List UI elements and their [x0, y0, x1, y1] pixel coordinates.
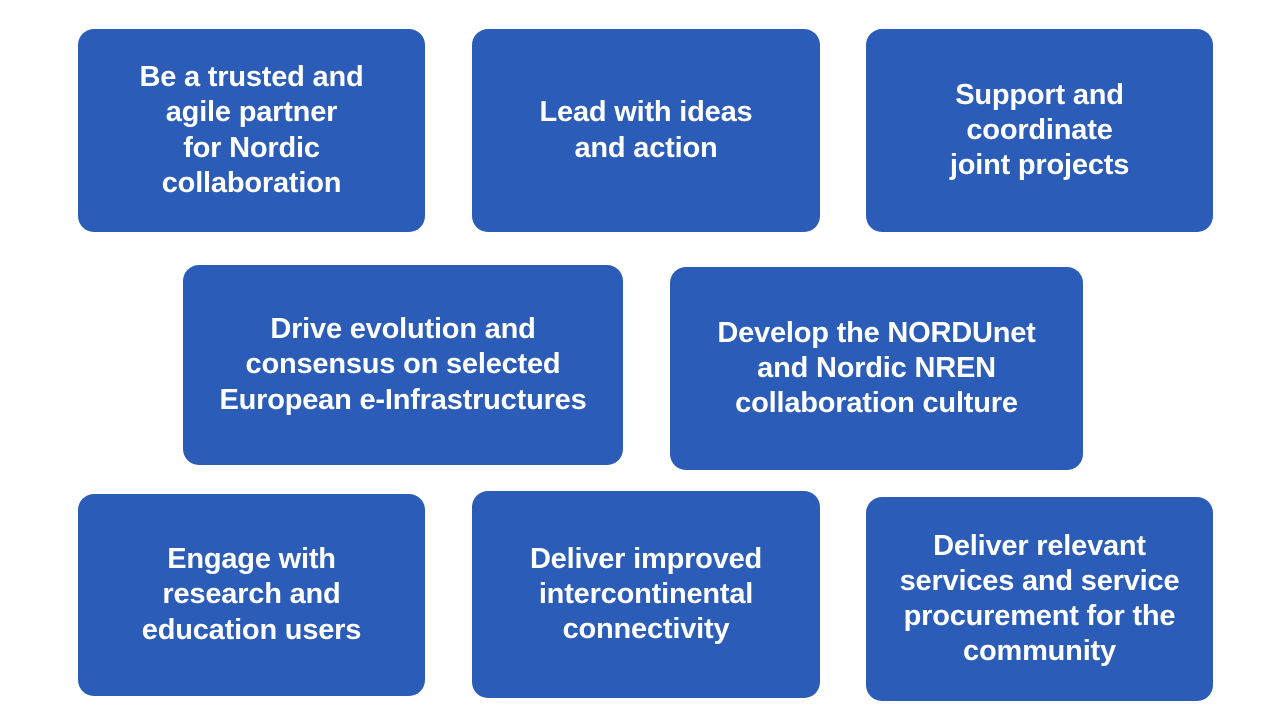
goal-card-deliver-intercontinental[interactable]: Deliver improved intercontinental connec… — [472, 491, 820, 698]
goal-card-label: Engage with research and education users — [141, 543, 362, 646]
goal-card-support-coordinate-projects[interactable]: Support and coordinate joint projects — [866, 29, 1213, 232]
goal-card-drive-evolution-consensus[interactable]: Drive evolution and consensus on selecte… — [183, 265, 623, 465]
goal-card-label: Drive evolution and consensus on selecte… — [219, 313, 587, 416]
goal-card-deliver-services-procurement[interactable]: Deliver relevant services and service pr… — [866, 497, 1213, 701]
goal-card-label: Be a trusted and agile partner for Nordi… — [139, 61, 364, 199]
goal-card-lead-with-ideas[interactable]: Lead with ideas and action — [472, 29, 820, 232]
goal-card-label: Support and coordinate joint projects — [949, 78, 1130, 182]
goal-card-trusted-agile-partner[interactable]: Be a trusted and agile partner for Nordi… — [78, 29, 425, 232]
goal-card-develop-collaboration-culture[interactable]: Develop the NORDUnet and Nordic NREN col… — [670, 267, 1083, 470]
goal-card-label: Deliver improved intercontinental connec… — [529, 542, 763, 646]
goal-card-label: Develop the NORDUnet and Nordic NREN col… — [717, 316, 1036, 420]
goal-card-label: Lead with ideas and action — [539, 96, 753, 164]
goal-card-engage-research-education[interactable]: Engage with research and education users — [78, 494, 425, 696]
goal-card-label: Deliver relevant services and service pr… — [899, 529, 1180, 668]
